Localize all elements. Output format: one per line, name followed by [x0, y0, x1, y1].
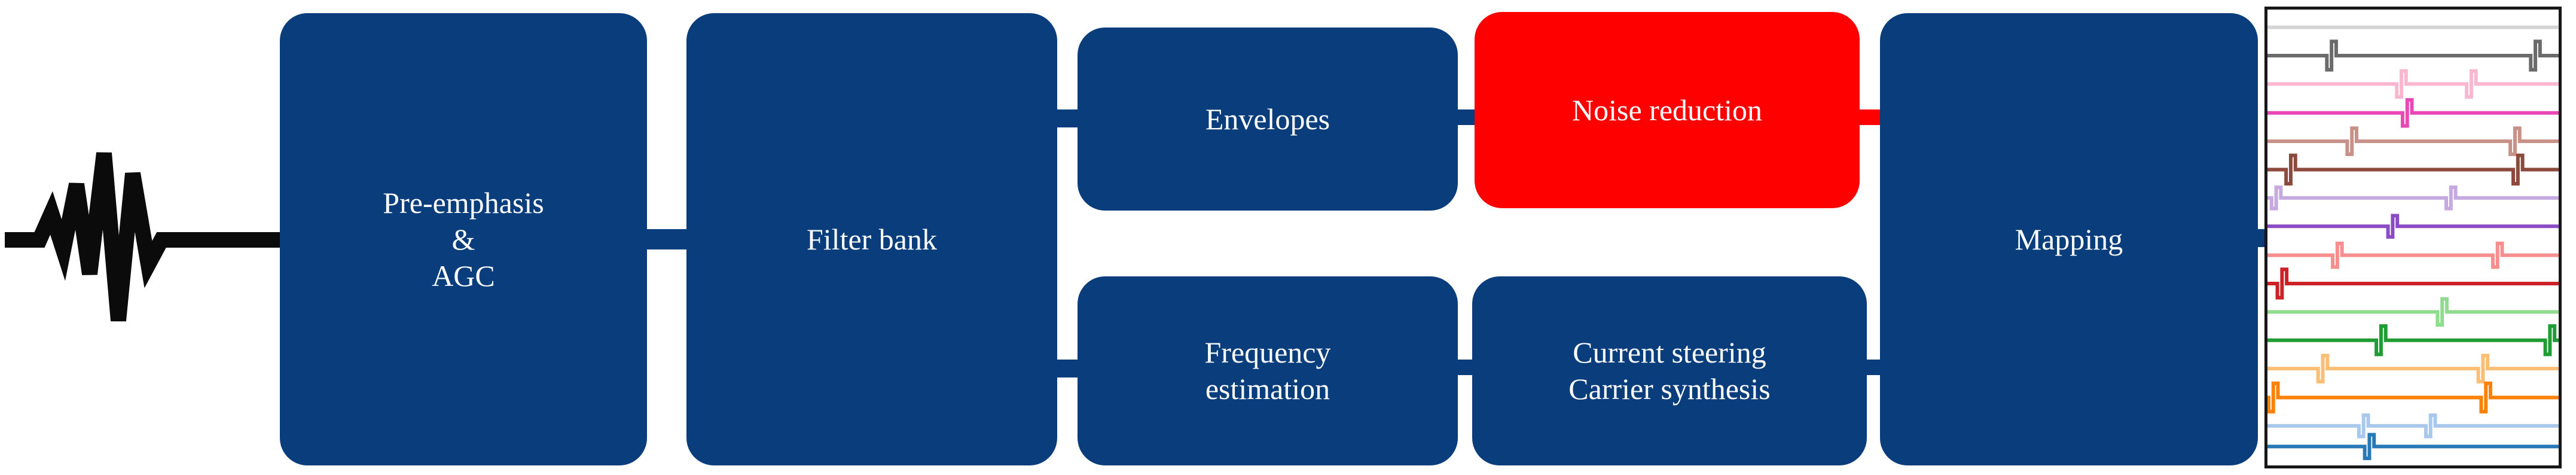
- electrodogram-trace-5: [2267, 128, 2559, 154]
- connector-filterbank-to-frequency: [1052, 360, 1081, 377]
- electrodogram-trace-7: [2267, 187, 2559, 209]
- connector-envelopes-to-noise-reduction: [1454, 109, 1478, 125]
- electrodogram-trace-2: [2267, 41, 2559, 69]
- electrodogram-trace-6: [2267, 156, 2559, 184]
- audio-waveform-icon: [5, 147, 286, 327]
- electrodogram-trace-14: [2267, 383, 2559, 412]
- electrodogram-trace-16: [2267, 435, 2559, 458]
- electrodogram-panel: [2264, 7, 2562, 468]
- block-envelopes[interactable]: Envelopes: [1078, 28, 1458, 211]
- electrodogram-trace-4: [2267, 100, 2559, 126]
- block-mapping[interactable]: Mapping: [1880, 13, 2258, 465]
- connector-wave-to-pre-emphasis: [647, 229, 689, 249]
- connector-filterbank-to-envelopes: [1052, 109, 1081, 127]
- electrodogram-trace-13: [2267, 355, 2559, 381]
- block-pre-emphasis-agc[interactable]: Pre-emphasis & AGC: [280, 13, 647, 465]
- connector-noise-reduction-to-mapping: [1855, 109, 1884, 125]
- electrodogram-trace-10: [2267, 269, 2559, 297]
- block-current-steering[interactable]: Current steering Carrier synthesis: [1472, 276, 1867, 465]
- electrodogram-trace-12: [2267, 326, 2559, 354]
- block-frequency-estimation[interactable]: Frequency estimation: [1078, 276, 1458, 465]
- electrodogram-trace-3: [2267, 71, 2559, 97]
- electrodogram-trace-9: [2267, 243, 2559, 267]
- electrodogram-trace-8: [2267, 215, 2559, 237]
- block-filter-bank[interactable]: Filter bank: [686, 13, 1057, 465]
- block-noise-reduction[interactable]: Noise reduction: [1475, 12, 1860, 208]
- electrodogram-trace-11: [2267, 299, 2559, 325]
- electrodogram-trace-15: [2267, 415, 2559, 437]
